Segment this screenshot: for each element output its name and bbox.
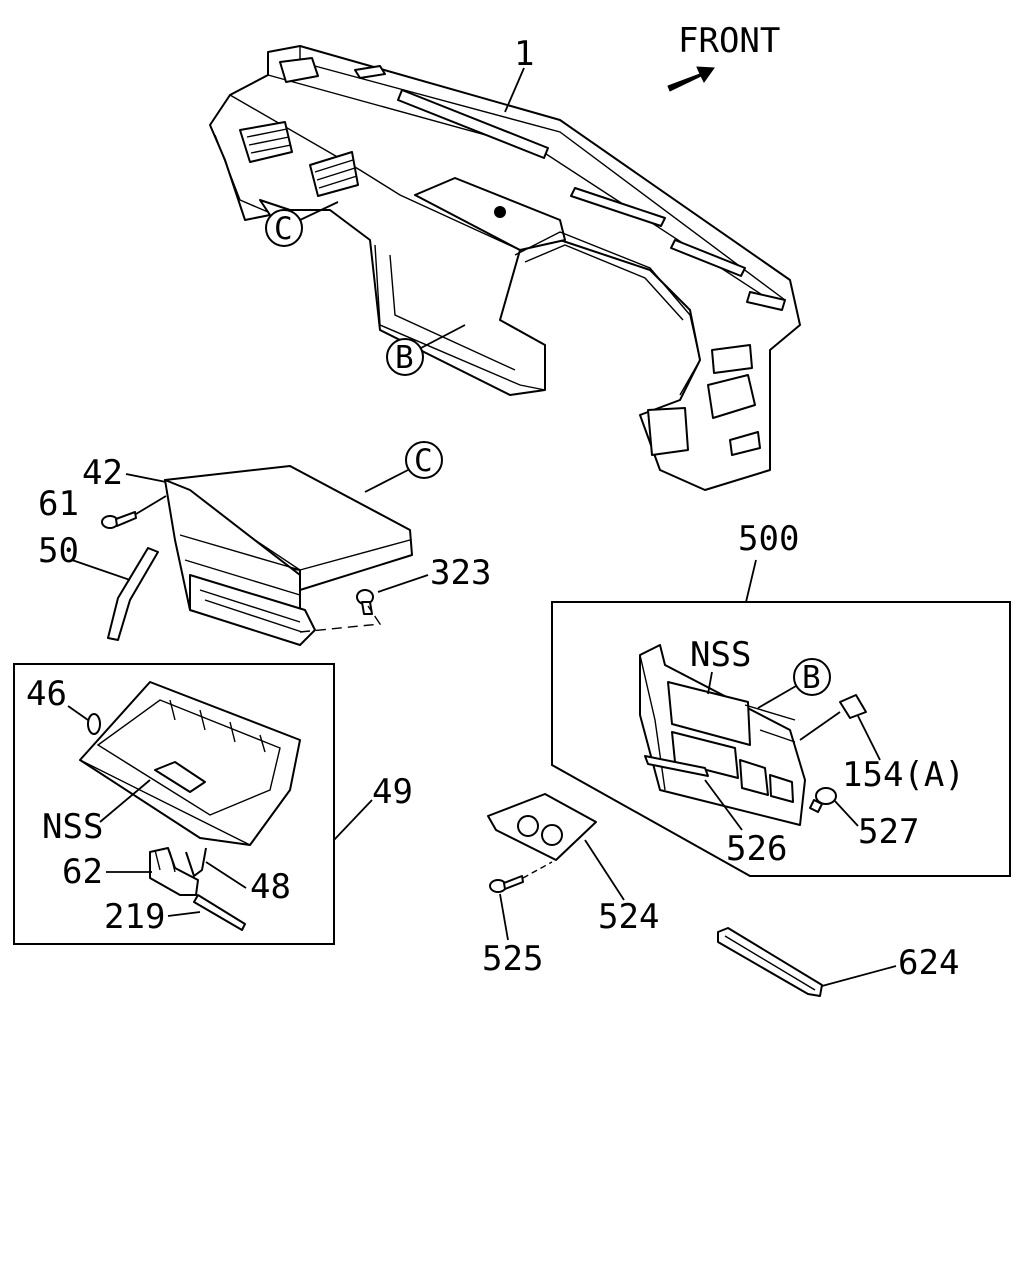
label-48: 48 (250, 867, 291, 907)
label-624: 624 (898, 943, 959, 983)
label-154a: 154(A) (842, 755, 965, 795)
callout-c-box-text: C (414, 443, 433, 479)
kit-box-500 (551, 601, 1011, 877)
front-label: FRONT (678, 21, 780, 61)
label-49: 49 (372, 772, 413, 812)
label-46: 46 (26, 674, 67, 714)
strip-624 (717, 927, 823, 997)
glove-box-lid (79, 681, 301, 846)
front-arrow-icon (667, 66, 715, 92)
spring-48 (185, 847, 207, 877)
bracket-524 (487, 793, 597, 861)
strip-526 (644, 755, 709, 777)
dashboard-assembly (209, 45, 801, 491)
instrument-panel-trim (639, 644, 806, 826)
label-1: 1 (514, 34, 534, 74)
callout-b-dash (386, 338, 424, 376)
label-500: 500 (738, 519, 799, 559)
callout-c-top-text: C (274, 211, 293, 247)
label-527: 527 (858, 812, 919, 852)
clip-323 (356, 589, 374, 615)
label-nss-right: NSS (690, 635, 751, 675)
leader-1 (504, 67, 525, 113)
label-nss-left: NSS (42, 807, 103, 847)
screw-61 (101, 511, 137, 529)
latch-62 (149, 847, 199, 896)
pin-219 (193, 894, 246, 931)
strip-50 (107, 547, 159, 641)
callout-b-panel (793, 658, 831, 696)
label-42: 42 (82, 453, 123, 493)
clip-154a (839, 694, 867, 719)
label-525: 525 (482, 939, 543, 979)
clip-527 (809, 787, 837, 813)
label-61: 61 (38, 484, 79, 524)
callout-c-top (265, 209, 303, 247)
bumper-46 (87, 713, 101, 735)
label-219: 219 (104, 897, 165, 937)
label-524: 524 (598, 897, 659, 937)
label-50: 50 (38, 531, 79, 571)
screw-525 (489, 875, 524, 893)
label-62: 62 (62, 852, 103, 892)
label-323: 323 (430, 553, 491, 593)
callout-c-box (405, 441, 443, 479)
glove-box-housing (164, 465, 413, 646)
callout-b-panel-text: B (802, 660, 821, 696)
label-526: 526 (726, 829, 787, 869)
callout-b-dash-text: B (395, 340, 414, 376)
kit-box-49 (13, 663, 335, 945)
